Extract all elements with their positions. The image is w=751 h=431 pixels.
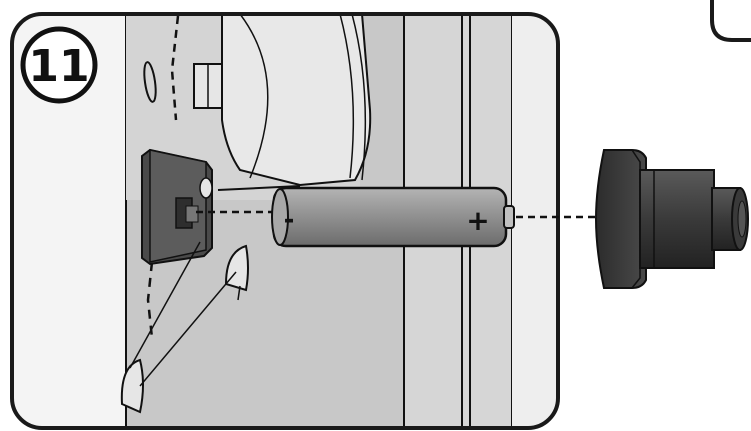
end-cap bbox=[594, 149, 749, 289]
panel-border bbox=[10, 12, 560, 430]
battery-contact-clip bbox=[141, 148, 213, 266]
lens-reflector bbox=[221, 14, 372, 187]
step-number: 11 bbox=[28, 41, 89, 92]
housing-left-wall bbox=[12, 14, 126, 428]
screw-heads bbox=[120, 241, 249, 414]
step-number-badge: 11 bbox=[20, 26, 98, 104]
battery-positive-symbol: + bbox=[466, 204, 489, 237]
next-panel-corner bbox=[710, 0, 751, 42]
battery-negative-symbol: - bbox=[284, 205, 295, 235]
aa-battery: - + bbox=[271, 186, 515, 248]
step-panel bbox=[10, 12, 560, 430]
